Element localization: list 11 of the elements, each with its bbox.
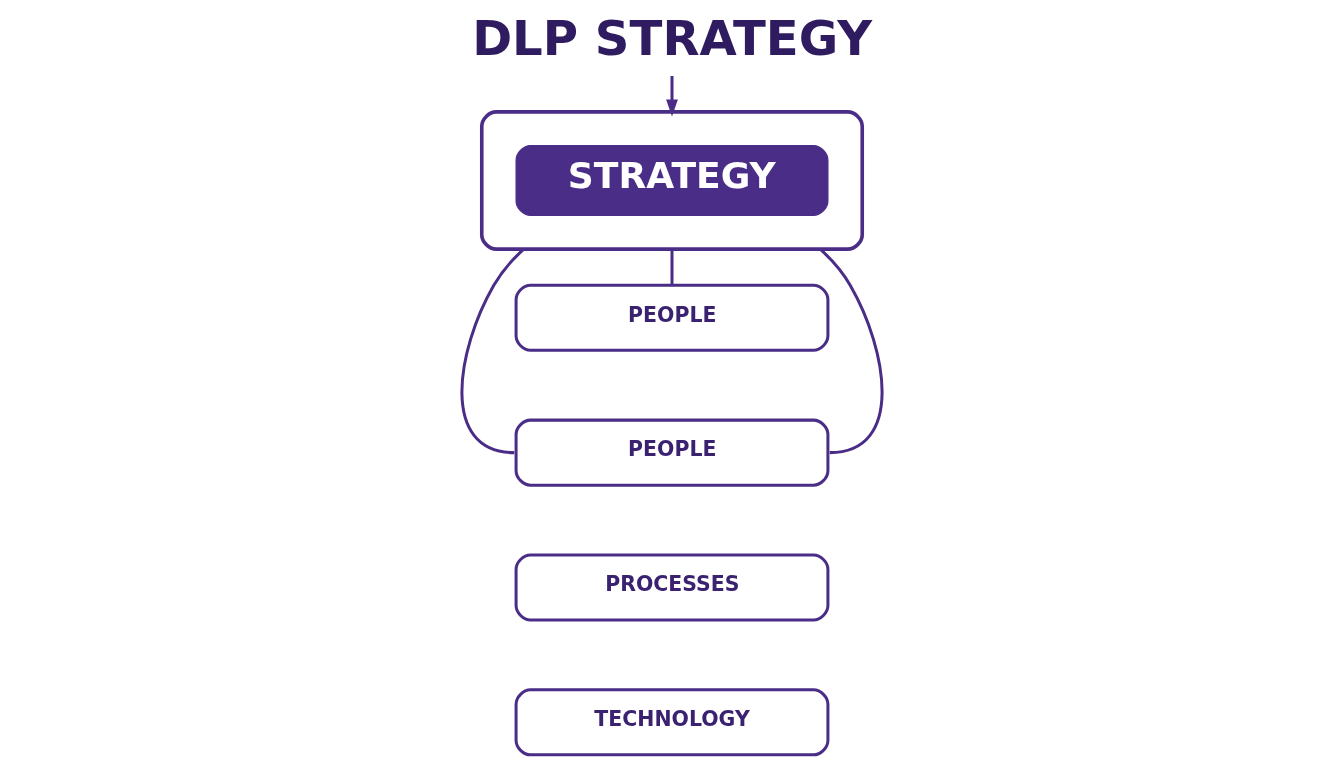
node-box: PROCESSES	[514, 553, 830, 622]
arrow	[666, 76, 678, 117]
connector	[819, 248, 884, 455]
node-box: PEOPLE	[514, 283, 830, 352]
connector	[460, 248, 525, 455]
cluster	[479, 110, 865, 251]
node-box: TECHNOLOGY	[514, 688, 830, 757]
node-text: DLP STRATEGY	[472, 10, 873, 67]
connector	[670, 249, 674, 285]
node-box: STRATEGY	[515, 145, 829, 217]
node-box: PEOPLE	[514, 418, 830, 487]
